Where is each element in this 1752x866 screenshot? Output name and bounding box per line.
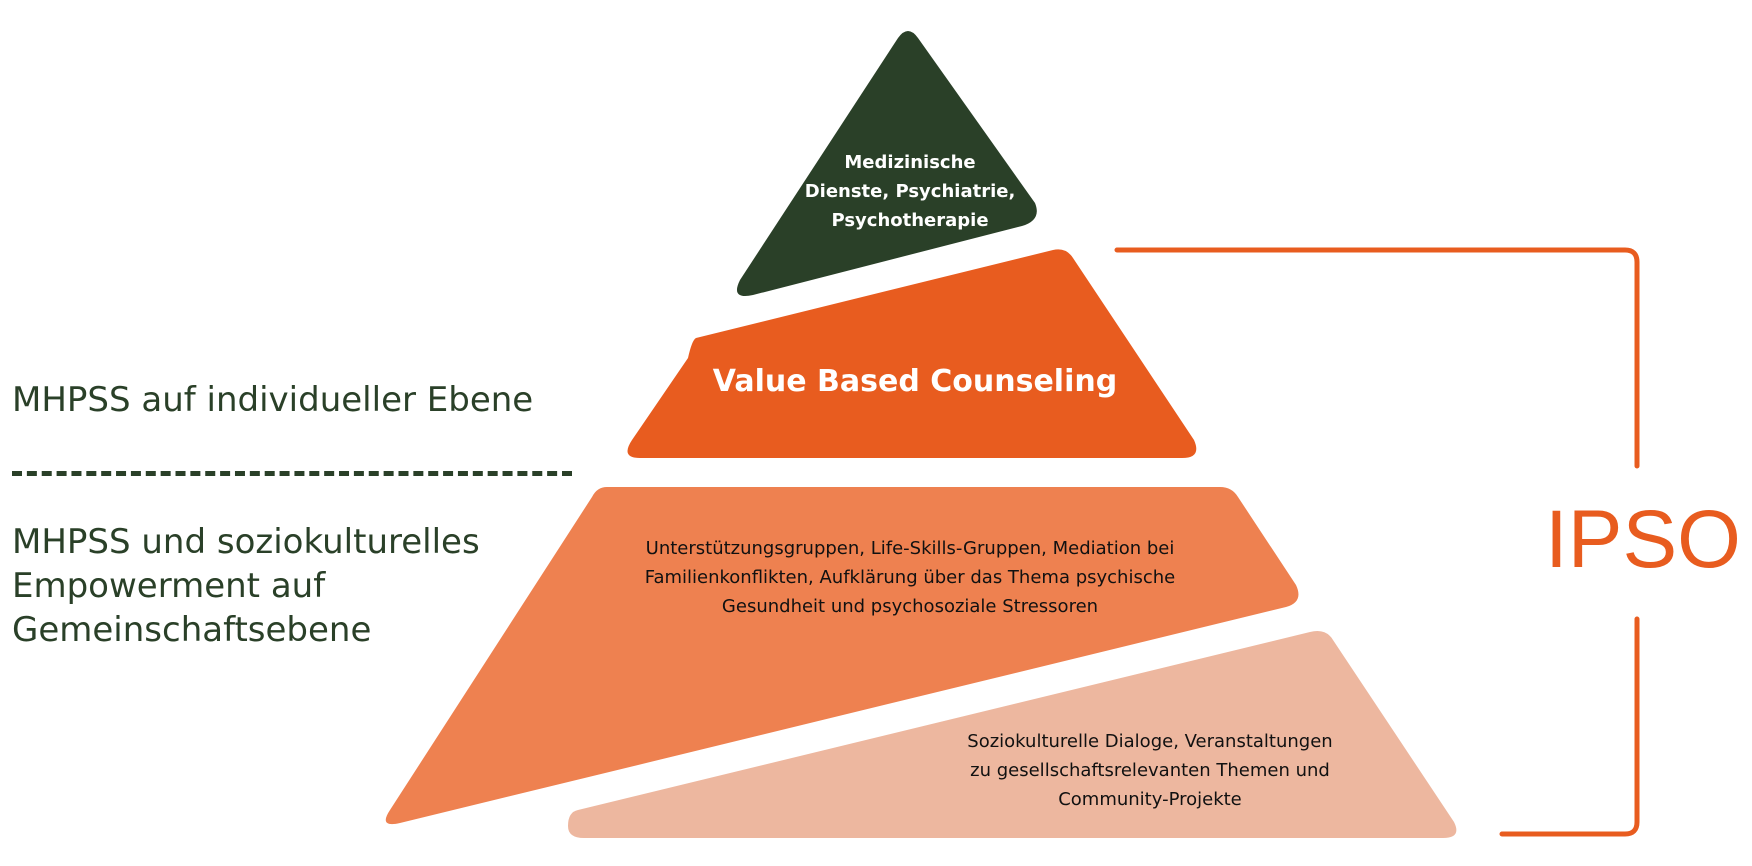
label-community-level: MHPSS und soziokulturelles Empowerment a… [12, 522, 480, 650]
tier-medical-text: Medizinische Dienste, Psychiatrie, Psych… [790, 148, 1030, 235]
label-individual-level: MHPSS auf individueller Ebene [12, 380, 534, 420]
tier-value-based-text: Value Based Counseling [712, 364, 1118, 399]
tier-medical-shape [736, 31, 1037, 296]
tier-support-line: Familienkonflikten, Aufklärung über das … [644, 567, 1176, 588]
tier-support-shape [385, 487, 1299, 825]
tier-support-line: Unterstützungsgruppen, Life-Skills-Grupp… [645, 538, 1175, 559]
tier-medical-line: Medizinische [844, 152, 976, 173]
ipso-bracket-bottom [1499, 616, 1640, 837]
tier-sociocultural-shape [568, 631, 1457, 838]
tier-sociocultural-line: Community-Projekte [1058, 789, 1242, 810]
tier-support-line: Gesundheit und psychosoziale Stressoren [721, 596, 1099, 617]
tier-support-text: Unterstützungsgruppen, Life-Skills-Grupp… [585, 534, 1235, 621]
tier-value-based-shape [627, 249, 1197, 458]
tier-medical-line: Dienste, Psychiatrie, [804, 181, 1016, 202]
level-divider [12, 471, 572, 476]
ipso-label: IPSO [1545, 494, 1741, 585]
tier-sociocultural-line: Soziokulturelle Dialoge, Veranstaltungen [967, 731, 1333, 752]
tier-sociocultural-text: Soziokulturelle Dialoge, Veranstaltungen… [930, 727, 1370, 814]
tier-sociocultural-line: zu gesellschaftsrelevanten Themen und [970, 760, 1330, 781]
tier-medical-line: Psychotherapie [831, 210, 989, 231]
ipso-bracket-top [1114, 247, 1640, 469]
